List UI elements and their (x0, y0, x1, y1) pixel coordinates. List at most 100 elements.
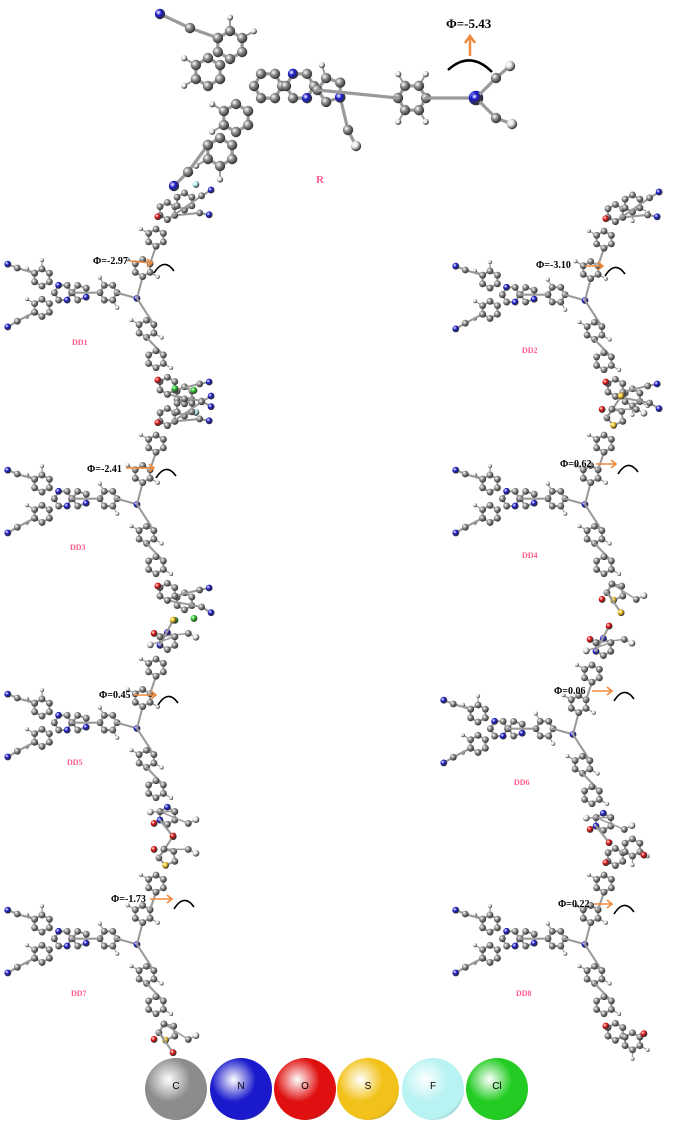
atom-c (593, 1006, 601, 1013)
atom-c (82, 714, 90, 722)
atom-c (598, 967, 606, 974)
atom-c (135, 535, 143, 543)
atom-h (146, 641, 154, 649)
atom-c (170, 1022, 178, 1030)
atom-c (100, 281, 108, 289)
atom-c (230, 126, 242, 138)
atom-h (628, 822, 636, 830)
bond (166, 599, 203, 609)
atom-c (486, 941, 494, 949)
atom-c (173, 399, 181, 407)
bond (149, 635, 176, 646)
atom-c (548, 942, 556, 950)
atom-c (38, 712, 46, 720)
atom-c (150, 975, 158, 983)
atom-h (97, 921, 102, 926)
atom-c (604, 849, 612, 857)
atom-c (109, 711, 117, 719)
atom-h (645, 1047, 650, 1053)
atom-c (171, 857, 179, 865)
atom-c (145, 351, 153, 359)
atom-h (573, 259, 578, 264)
atom-h (155, 920, 160, 925)
atom-c (82, 490, 90, 498)
bond (338, 95, 350, 132)
bond (163, 1023, 190, 1041)
atom-c (486, 267, 494, 275)
atom-c (334, 77, 346, 88)
legend-atom-cl: Cl (466, 1058, 528, 1120)
atom-h (487, 260, 493, 265)
atom-c (135, 967, 143, 974)
atom-c (636, 1042, 644, 1049)
atom-c (604, 205, 612, 213)
bond (583, 277, 592, 302)
atom-c (145, 566, 153, 573)
atom-n (301, 92, 313, 104)
atom-c (160, 1020, 168, 1028)
atom-h (640, 592, 648, 600)
bond (552, 727, 575, 736)
atom-c (486, 911, 494, 919)
atom-c (150, 751, 158, 758)
dihedral-arrow-dd1 (129, 258, 154, 268)
bond (605, 591, 623, 614)
atom-n (154, 8, 166, 20)
atom-h (472, 503, 477, 508)
atom-h (573, 463, 578, 468)
atom-c (600, 349, 608, 357)
bond (593, 542, 613, 562)
atom-n (4, 753, 12, 761)
atom-c (600, 244, 608, 252)
atom-s (610, 421, 618, 429)
atom-c (160, 845, 168, 853)
atom-c (619, 1024, 627, 1031)
bond (135, 503, 155, 532)
atom-c (143, 746, 150, 754)
label-DD7: DD7 (71, 989, 87, 998)
atom-h (159, 981, 164, 986)
molecule-R (154, 8, 518, 192)
dihedral-arc-dd1 (153, 263, 175, 274)
atom-h (192, 849, 200, 857)
atom-o (150, 845, 158, 853)
atom-h (125, 687, 130, 692)
atom-c (31, 946, 39, 954)
atom-h (422, 71, 429, 78)
atom-c (632, 405, 640, 413)
atom-c (159, 659, 167, 667)
label-DD6: DD6 (514, 778, 530, 787)
atom-c (139, 686, 147, 693)
atom-c (31, 924, 39, 932)
atom-c (13, 317, 21, 325)
phi-label-DD1: Φ=-2.97 (93, 256, 128, 267)
atom-n (491, 717, 499, 725)
atom-n (55, 711, 63, 719)
atom-c (63, 927, 71, 935)
atom-h (192, 633, 200, 641)
atom-c (587, 258, 595, 265)
atom-c (593, 353, 601, 361)
atom-n (207, 186, 215, 194)
atom-h (577, 964, 582, 969)
atom-c (607, 1006, 615, 1013)
atom-c (184, 629, 192, 637)
atom-n (4, 260, 12, 268)
atom-n (287, 68, 299, 80)
atom-c (31, 514, 39, 522)
atom-c (146, 268, 154, 276)
atom-c (474, 749, 482, 756)
atom-c (607, 557, 615, 565)
atom-c (594, 270, 602, 278)
atom-c (522, 927, 530, 935)
atom-c (591, 522, 598, 530)
atom-c (600, 448, 608, 456)
atom-c (135, 527, 143, 534)
atom-c (13, 694, 21, 702)
dihedral-arrow-dd8 (594, 899, 614, 909)
atom-c (511, 487, 519, 495)
bond (116, 291, 139, 300)
bond (145, 542, 165, 562)
atom-h (630, 218, 635, 223)
atom-c (135, 759, 143, 767)
